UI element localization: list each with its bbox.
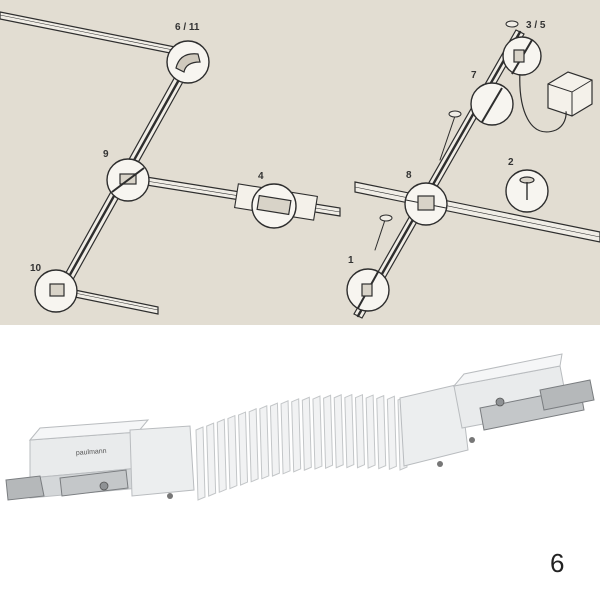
callout-label-10: 10 (30, 263, 42, 274)
flex-rib (291, 398, 302, 473)
flex-rib (386, 395, 397, 471)
flex-rib (195, 426, 206, 501)
callout-label-6-11: 6 / 11 (175, 22, 200, 33)
flex-rib (301, 396, 312, 472)
flex-rib (248, 408, 259, 483)
callout-label-8: 8 (406, 170, 412, 181)
flex-rib (376, 394, 387, 470)
flex-rib (365, 394, 376, 469)
flex-rib (312, 395, 323, 470)
callout-label-4: 4 (258, 171, 264, 182)
callout-label-1: 1 (348, 255, 354, 266)
flex-ribs (195, 393, 408, 501)
callout-label-2: 2 (508, 157, 514, 168)
flex-rib (269, 402, 280, 477)
flex-rib (280, 400, 291, 475)
flex-rib (323, 394, 334, 469)
flex-rib (333, 394, 344, 469)
flex-rib (238, 411, 249, 486)
flex-connector-product: paulmann (5, 353, 595, 501)
flex-rib (227, 414, 238, 490)
flex-rib (216, 418, 227, 494)
installation-diagram-panel (0, 0, 600, 325)
rail-bottom-left (64, 287, 159, 315)
brand-stamp: paulmann (76, 448, 107, 457)
flex-rib (354, 393, 365, 469)
callout-label-9: 9 (103, 149, 109, 160)
transformer-box (547, 71, 593, 117)
callout-label-7: 7 (471, 70, 477, 81)
figure-number: 6 (550, 548, 564, 578)
flex-rib (206, 422, 217, 497)
flex-rib (259, 405, 270, 480)
right-track-system (353, 29, 600, 319)
flex-rib (344, 393, 355, 469)
callout-label-3-5: 3 / 5 (526, 20, 546, 31)
callout-labels: 6 / 11 9 4 10 3 / 5 7 2 8 1 (30, 20, 546, 274)
